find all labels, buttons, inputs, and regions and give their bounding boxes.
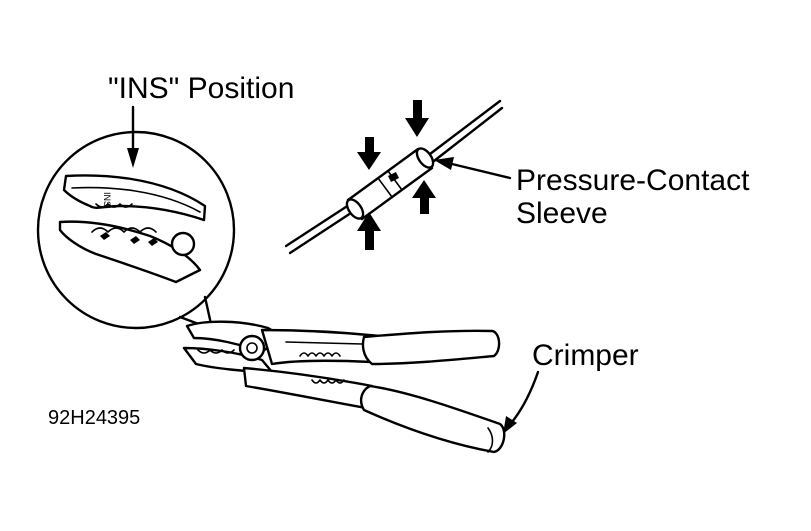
pressure-contact-leader [434, 157, 512, 180]
lower-jaw-magnified [58, 220, 202, 284]
wire-left-lower [288, 209, 356, 255]
crimper-pivot [238, 334, 266, 362]
pivot-hole-magnified [170, 231, 196, 257]
arrow-down-right-icon [405, 100, 429, 137]
arrow-down-left-icon [357, 137, 381, 170]
arrow-up-left-icon [357, 212, 381, 250]
pressure-contact-label-line2: Sleeve [516, 197, 608, 230]
arrow-up-right-icon [412, 180, 436, 214]
pressure-contact-sleeve [345, 147, 435, 221]
crimper-label: Crimper [532, 339, 639, 372]
magnified-jaw-callout: INS [36, 130, 236, 330]
pressure-contact-label-line1: Pressure-Contact [516, 164, 750, 197]
figure-code: 92H24395 [48, 407, 140, 429]
wire-assembly [284, 99, 504, 255]
magnifier-pointer-line-2 [203, 295, 213, 326]
crimper-tool [182, 320, 506, 454]
crimper-lower-handle-frame [242, 366, 374, 410]
crimper-lower-grip [359, 384, 506, 454]
crimper-leader [503, 370, 540, 434]
wire-right-lower [432, 106, 504, 163]
jaw-ins-marking: INS [102, 192, 112, 207]
crimper-upper-grip [361, 329, 501, 366]
ins-position-leader [127, 105, 139, 168]
wire-left-upper [284, 201, 354, 248]
ins-position-label: "INS" Position [108, 72, 294, 105]
magnifier-circle [36, 130, 236, 330]
wire-right-upper [428, 99, 502, 156]
upper-jaw-magnified [62, 174, 207, 222]
